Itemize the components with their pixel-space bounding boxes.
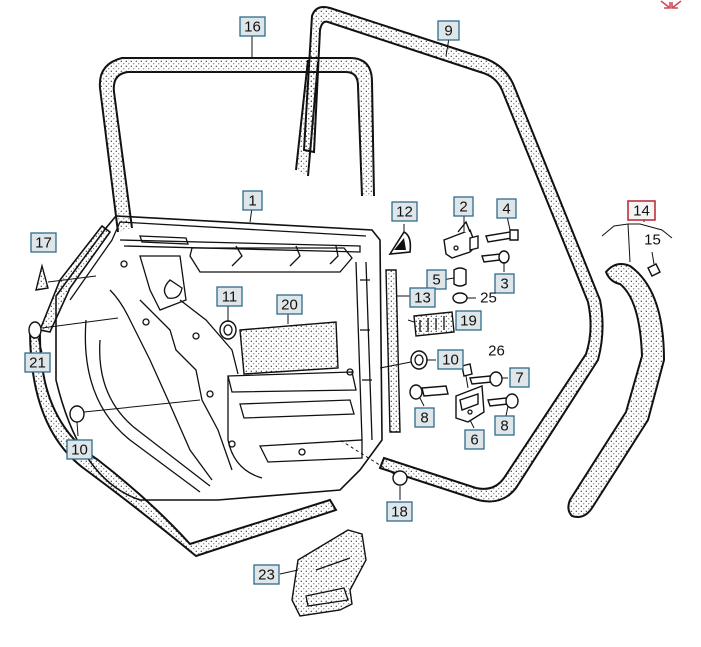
svg-text:8: 8: [420, 410, 428, 427]
svg-text:1: 1: [248, 193, 256, 210]
label-19[interactable]: 19: [455, 310, 482, 331]
label-15[interactable]: 15: [640, 230, 665, 249]
label-3[interactable]: 3: [494, 273, 515, 294]
label-10-lower[interactable]: 10: [66, 439, 93, 460]
sound-deadening-panel: [239, 321, 339, 375]
label-26[interactable]: 26: [484, 341, 509, 360]
label-4[interactable]: 4: [496, 198, 517, 219]
rear-seal-strip: [567, 223, 673, 518]
bushing-26: [461, 363, 473, 389]
svg-text:15: 15: [644, 232, 661, 249]
svg-text:21: 21: [29, 355, 46, 372]
label-6[interactable]: 6: [464, 429, 485, 450]
svg-text:13: 13: [414, 290, 431, 307]
leader-lines: [37, 34, 645, 500]
label-21[interactable]: 21: [24, 352, 51, 373]
door-shell: [28, 215, 383, 558]
svg-text:11: 11: [222, 289, 238, 306]
label-16[interactable]: 16: [239, 16, 266, 37]
plug-11: [219, 320, 237, 340]
corner-trim: [388, 224, 412, 255]
plug-10-right: [379, 350, 428, 370]
label-18[interactable]: 18: [386, 501, 413, 522]
label-20[interactable]: 20: [276, 294, 303, 315]
inner-trim-bracket: [279, 529, 367, 617]
svg-text:9: 9: [444, 23, 452, 40]
body-door-seal: [302, 6, 604, 503]
plug-21: [28, 317, 119, 339]
svg-text:10: 10: [71, 442, 88, 459]
svg-text:17: 17: [35, 235, 52, 252]
svg-text:16: 16: [244, 19, 261, 36]
label-10-right[interactable]: 10: [437, 349, 464, 370]
hinge-bolt-3: [481, 250, 510, 264]
left-corner-trim: [35, 263, 97, 291]
label-14[interactable]: 14: [627, 200, 656, 221]
plug-10-lower: [69, 399, 201, 423]
bushing-25: [452, 292, 476, 304]
label-7[interactable]: 7: [509, 367, 530, 388]
hinge-bolt-8-left: [409, 384, 449, 400]
hinge-pin-5: [453, 267, 467, 287]
svg-text:14: 14: [633, 203, 650, 220]
window-guide-channel: [385, 269, 410, 433]
label-25[interactable]: 25: [476, 288, 501, 307]
label-8-right[interactable]: 8: [494, 415, 515, 436]
svg-text:26: 26: [488, 343, 505, 360]
svg-text:12: 12: [396, 204, 413, 221]
hinge-bolt-4: [485, 229, 519, 243]
label-23[interactable]: 23: [253, 564, 280, 585]
plug-18: [339, 439, 408, 486]
svg-text:8: 8: [500, 418, 508, 435]
lower-hinge: [455, 385, 485, 423]
label-11[interactable]: 11: [216, 286, 243, 307]
hinge-bolt-7: [469, 371, 503, 387]
svg-text:2: 2: [459, 199, 467, 216]
upper-hinge: [443, 220, 479, 259]
svg-text:25: 25: [480, 290, 497, 307]
label-1[interactable]: 1: [242, 190, 263, 211]
label-13[interactable]: 13: [409, 287, 436, 308]
label-17[interactable]: 17: [30, 232, 57, 253]
svg-text:18: 18: [391, 504, 408, 521]
label-8-left[interactable]: 8: [414, 407, 435, 428]
svg-text:3: 3: [500, 276, 508, 293]
svg-text:5: 5: [432, 272, 440, 289]
label-5[interactable]: 5: [426, 269, 447, 290]
label-9[interactable]: 9: [437, 20, 460, 41]
svg-text:6: 6: [470, 432, 478, 449]
expand-arrows-icon[interactable]: [660, 0, 682, 9]
hinge-bolt-8-right: [487, 393, 519, 409]
svg-text:4: 4: [502, 201, 510, 218]
window-frame-seal: [98, 57, 375, 233]
label-2[interactable]: 2: [453, 196, 474, 217]
svg-text:7: 7: [515, 370, 523, 387]
svg-text:10: 10: [442, 352, 459, 369]
svg-text:20: 20: [281, 297, 298, 314]
striker-plate: [413, 311, 455, 337]
svg-text:19: 19: [460, 313, 477, 330]
seal-clip: [647, 251, 661, 277]
svg-text:23: 23: [258, 567, 275, 584]
label-12[interactable]: 12: [391, 201, 418, 222]
